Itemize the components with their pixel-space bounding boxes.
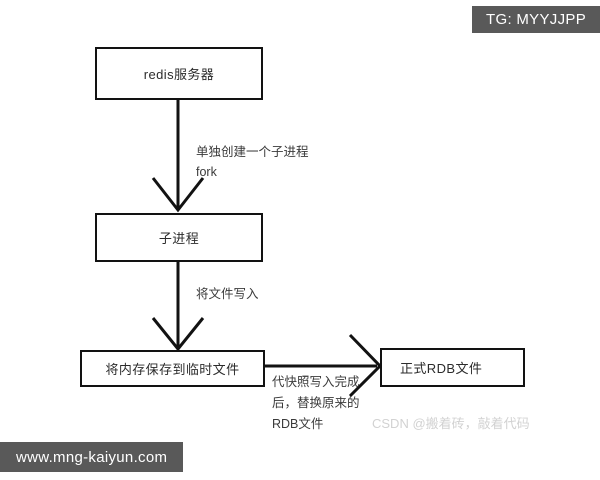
edge-label-fork: 单独创建一个子进程 fork xyxy=(196,142,309,182)
edge-label-write-line-1: 将文件写入 xyxy=(196,287,259,301)
node-save-memory-to-temp-file: 将内存保存到临时文件 xyxy=(80,350,265,387)
edge-label-fork-line-1: 单独创建一个子进程 xyxy=(196,145,309,159)
node-redis-server-label: redis服务器 xyxy=(143,67,215,82)
edge-label-replace-line-3: RDB文件 xyxy=(272,417,324,431)
edge-label-fork-line-2: fork xyxy=(196,165,217,179)
edge-label-write: 将文件写入 xyxy=(196,284,259,304)
node-save-memory-to-temp-file-label: 将内存保存到临时文件 xyxy=(105,362,240,377)
csdn-watermark-label: CSDN @搬着砖，敲着代码 xyxy=(372,416,530,431)
edge-child-to-temp xyxy=(151,262,225,354)
edge-redis-to-child xyxy=(151,100,225,215)
site-banner-label: www.mng-kaiyun.com xyxy=(16,448,168,466)
node-child-process: 子进程 xyxy=(95,213,263,262)
node-redis-server: redis服务器 xyxy=(95,47,263,100)
edge-label-replace-line-1: 代快照写入完成 xyxy=(272,375,360,389)
node-child-process-label: 子进程 xyxy=(158,231,200,246)
edge-label-replace: 代快照写入完成 后，替换原来的 RDB文件 xyxy=(272,372,360,435)
node-official-rdb-file: 正式RDB文件 xyxy=(380,348,525,387)
csdn-watermark: CSDN @搬着砖，敲着代码 xyxy=(372,413,530,432)
tg-badge-label: TG: MYYJJPP xyxy=(486,11,586,28)
site-banner: www.mng-kaiyun.com xyxy=(0,442,184,472)
tg-badge: TG: MYYJJPP xyxy=(472,6,600,33)
node-official-rdb-file-label: 正式RDB文件 xyxy=(400,361,483,376)
edge-label-replace-line-2: 后，替换原来的 xyxy=(272,396,360,410)
